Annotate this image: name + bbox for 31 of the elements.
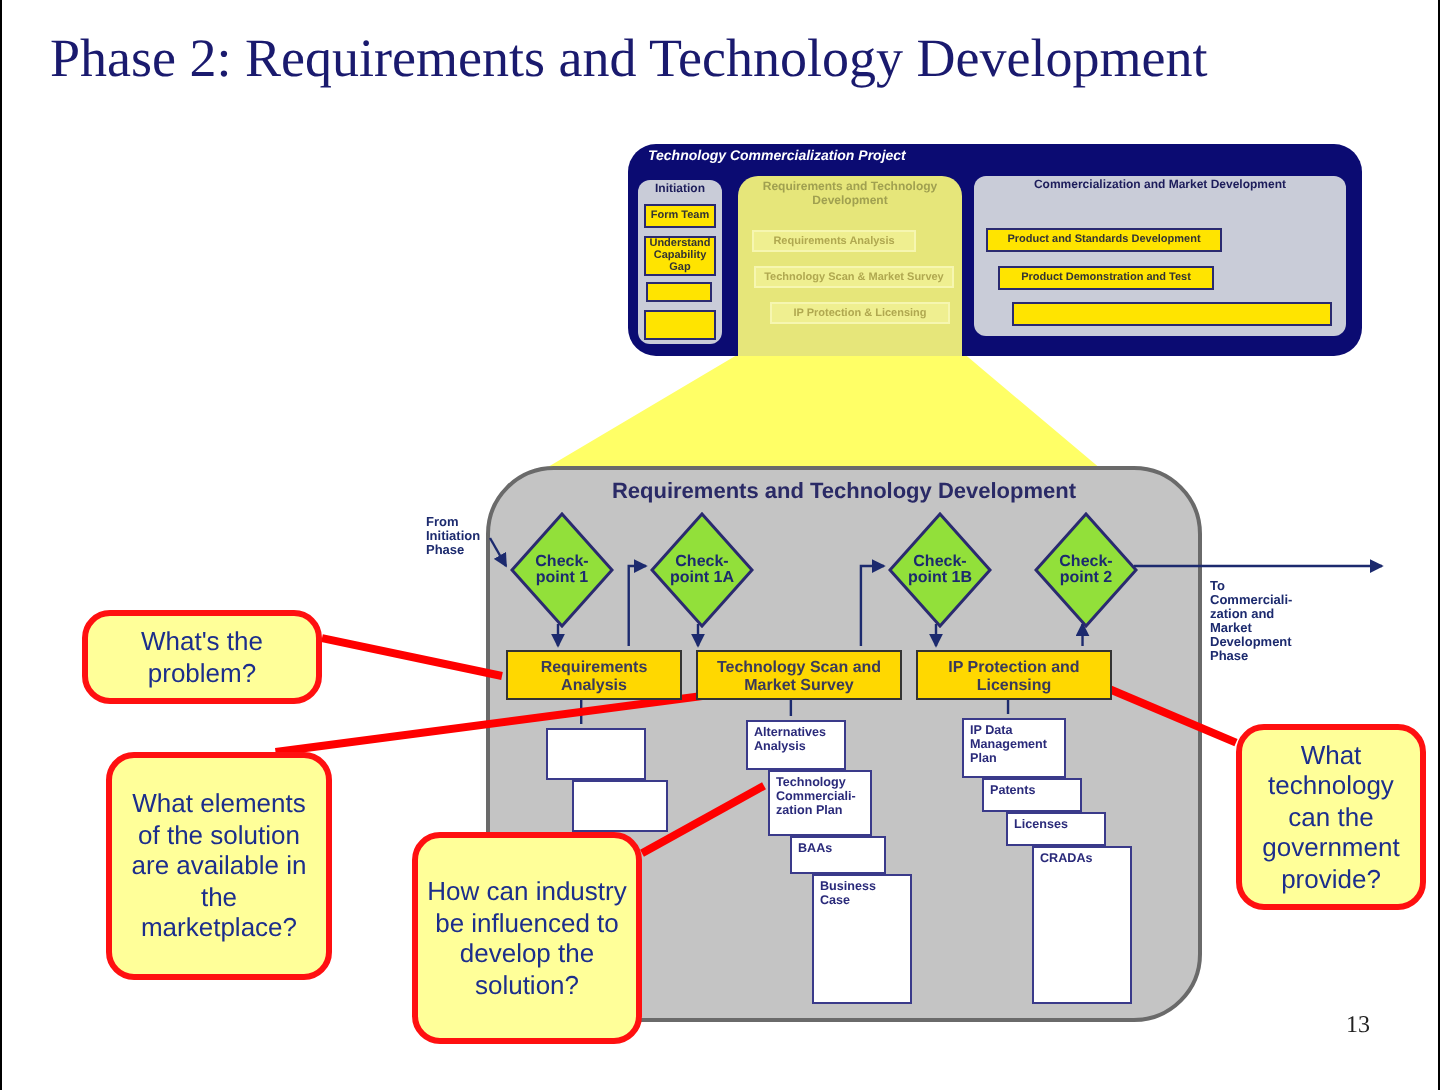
connector-arrow	[627, 559, 648, 646]
task-box	[1012, 302, 1332, 326]
overview-panel	[628, 144, 1362, 356]
connector-arrow	[691, 624, 705, 648]
callout-bubble: What elements of the solution are available in the marketplace?	[106, 752, 332, 980]
page-number: 13	[1346, 1010, 1370, 1040]
document-page	[572, 780, 668, 832]
connector-arrow	[551, 624, 565, 648]
highlighted-phase-column	[738, 176, 962, 356]
callout-bubble: How can industry be influenced to develop the solution?	[412, 832, 642, 1044]
phase-column	[974, 176, 1346, 336]
process-box: IP Protection and Licensing	[916, 650, 1112, 700]
connector-arrow	[1075, 622, 1090, 646]
slide-title: Phase 2: Requirements and Technology Development	[50, 28, 1208, 90]
phase-column	[638, 180, 722, 344]
task-box	[646, 282, 712, 302]
connector-arrow	[1134, 559, 1384, 573]
connector-arrow	[929, 624, 943, 648]
checkpoint-diamond: Check-point 2	[1034, 512, 1138, 628]
connector-arrow	[859, 559, 886, 646]
callout-bubble: What technology can the government provide?	[1236, 724, 1426, 910]
document-page	[546, 728, 646, 780]
process-box: Technology Scan and Market Survey	[696, 650, 902, 700]
task-box	[644, 310, 716, 340]
checkpoint-diamond: Check-point 1	[510, 512, 614, 628]
checkpoint-diamond: Check-point 1B	[888, 512, 992, 628]
process-box: Requirements Analysis	[506, 650, 682, 700]
connector-arrow	[488, 537, 508, 568]
callout-bubble: What's the problem?	[82, 610, 322, 704]
checkpoint-diamond: Check-point 1A	[650, 512, 754, 628]
panel-title: Requirements and Technology Development	[609, 480, 1079, 504]
